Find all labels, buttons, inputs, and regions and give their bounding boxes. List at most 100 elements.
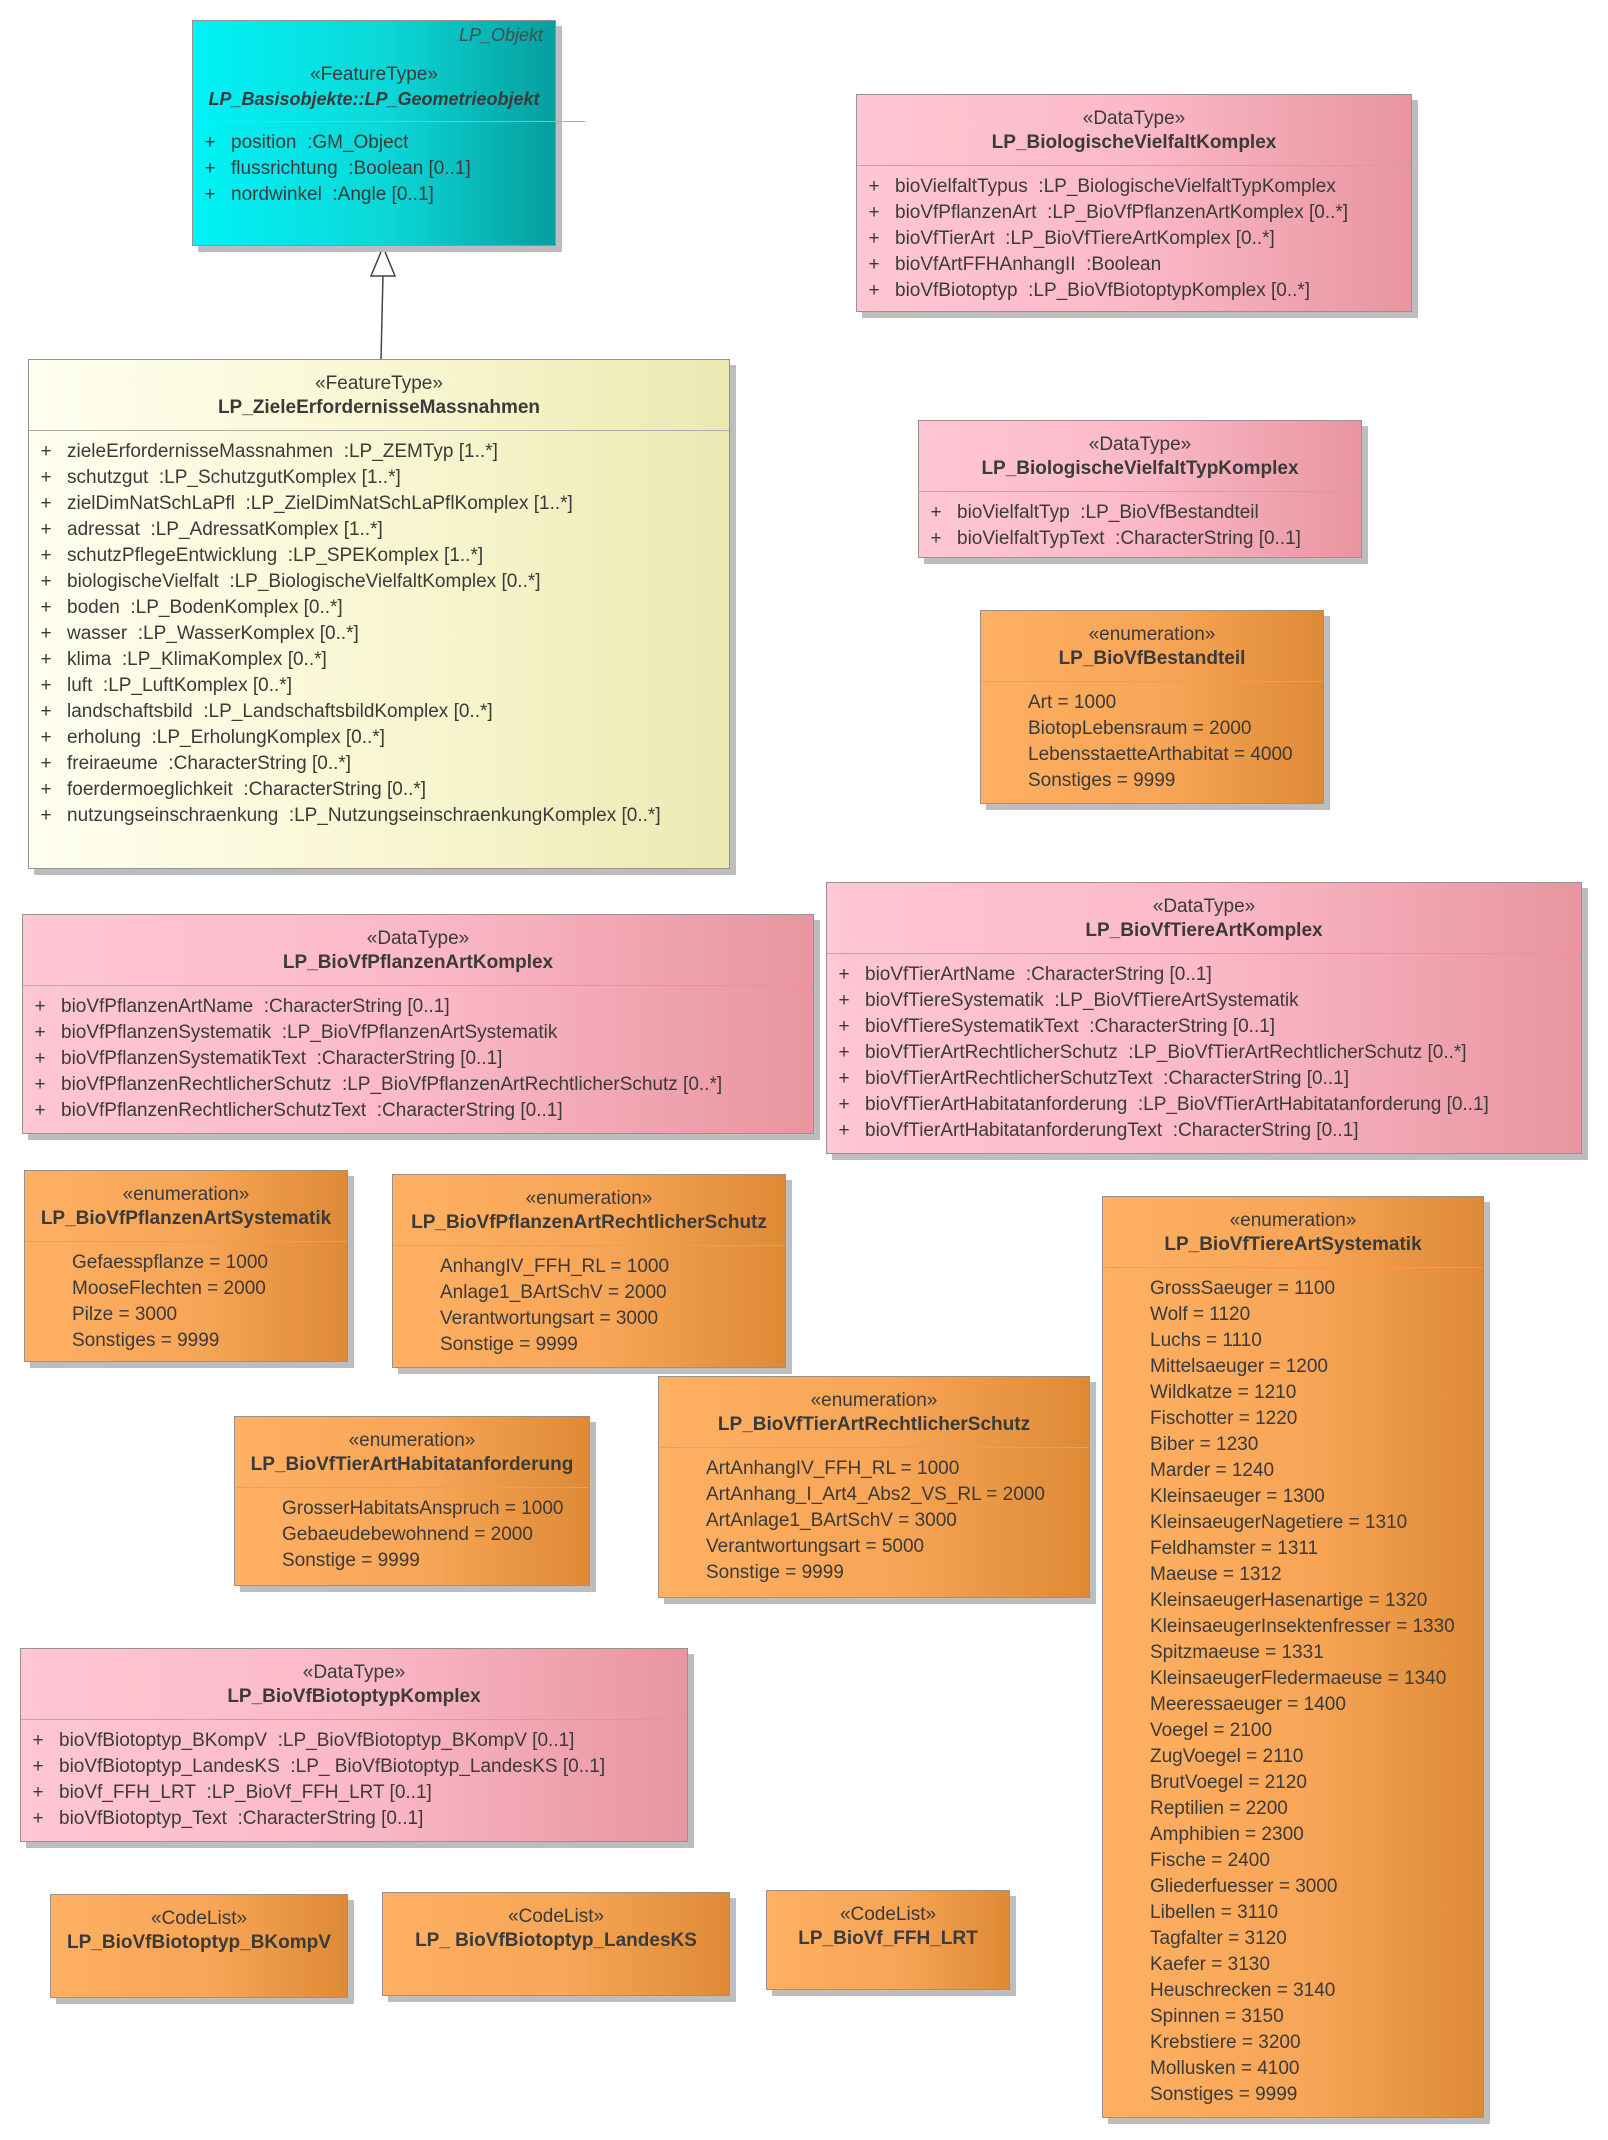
attribute-row[interactable]: +klima :LP_KlimaKomplex [0..*] (29, 647, 729, 673)
enum-literal[interactable]: ArtAnlage1_BArtSchV = 3000 (706, 1510, 957, 1531)
enum-literal[interactable]: Mittelsaeuger = 1200 (1150, 1356, 1328, 1377)
attribute-row[interactable]: +bioVfTierArtName :CharacterString [0..1… (827, 962, 1581, 988)
enum-literal[interactable]: Sonstige = 9999 (706, 1562, 844, 1583)
class-lp-biovf-pflanzen-art-komplex[interactable]: «DataType» LP_BioVfPflanzenArtKomplex +b… (22, 914, 814, 1134)
enum-literal[interactable]: Wolf = 1120 (1150, 1304, 1251, 1325)
attribute-row[interactable]: +bioVfTiereSystematikText :CharacterStri… (827, 1014, 1581, 1040)
enum-literal[interactable]: Feldhamster = 1311 (1150, 1538, 1319, 1559)
class-lp-biovf-biotoptyp-komplex[interactable]: «DataType» LP_BioVfBiotoptypKomplex +bio… (20, 1648, 688, 1842)
enum-literal[interactable]: Kaefer = 3130 (1150, 1954, 1270, 1975)
attribute-row[interactable]: +bioVfTierArtHabitatanforderung :LP_BioV… (827, 1092, 1581, 1118)
attribute-row[interactable]: +adressat :LP_AdressatKomplex [1..*] (29, 517, 729, 543)
enum-literal[interactable]: Mollusken = 4100 (1150, 2058, 1300, 2079)
enum-literal[interactable]: Pilze = 3000 (72, 1304, 178, 1325)
attribute-row[interactable]: +schutzgut :LP_SchutzgutKomplex [1..*] (29, 465, 729, 491)
attribute-row[interactable]: +flussrichtung :Boolean [0..1] (193, 156, 555, 182)
codelist-lp-biovf-biotoptyp-landesks[interactable]: «CodeList» LP_ BioVfBiotoptyp_LandesKS (382, 1892, 730, 1996)
enum-literal[interactable]: BrutVoegel = 2120 (1150, 1772, 1307, 1793)
class-lp-biologische-vielfalt-komplex[interactable]: «DataType» LP_BiologischeVielfaltKomplex… (856, 94, 1412, 312)
enum-literal[interactable]: Amphibien = 2300 (1150, 1824, 1304, 1845)
attribute-row[interactable]: +bioVfBiotoptyp_Text :CharacterString [0… (21, 1806, 687, 1832)
enum-literal[interactable]: ZugVoegel = 2110 (1150, 1746, 1304, 1767)
enum-literal[interactable]: MooseFlechten = 2000 (72, 1278, 266, 1299)
enum-literal[interactable]: Kleinsaeuger = 1300 (1150, 1486, 1325, 1507)
enum-literal[interactable]: KleinsaeugerHasenartige = 1320 (1150, 1590, 1428, 1611)
enum-literal[interactable]: Fischotter = 1220 (1150, 1408, 1298, 1429)
enum-literal[interactable]: Krebstiere = 3200 (1150, 2032, 1301, 2053)
attribute-row[interactable]: +bioVf_FFH_LRT :LP_BioVf_FFH_LRT [0..1] (21, 1780, 687, 1806)
enum-lp-biovf-tier-art-habitatanforderung[interactable]: «enumeration» LP_BioVfTierArtHabitatanfo… (234, 1416, 590, 1586)
enum-literal[interactable]: Tagfalter = 3120 (1150, 1928, 1287, 1949)
attribute-row[interactable]: +bioVfPflanzenArtName :CharacterString [… (23, 994, 813, 1020)
enum-literal[interactable]: Luchs = 1110 (1150, 1330, 1262, 1351)
enum-literal[interactable]: Wildkatze = 1210 (1150, 1382, 1297, 1403)
enum-literal[interactable]: Spitzmaeuse = 1331 (1150, 1642, 1324, 1663)
attribute-row[interactable]: +nordwinkel :Angle [0..1] (193, 182, 555, 208)
attribute-row[interactable]: +erholung :LP_ErholungKomplex [0..*] (29, 725, 729, 751)
enum-lp-biovf-pflanzen-art-rechtlicher-schutz[interactable]: «enumeration» LP_BioVfPflanzenArtRechtli… (392, 1174, 786, 1368)
attribute-row[interactable]: +foerdermoeglichkeit :CharacterString [0… (29, 777, 729, 803)
attribute-row[interactable]: +bioVfTierArtHabitatanforderungText :Cha… (827, 1118, 1581, 1144)
attribute-row[interactable]: +bioVfPflanzenRechtlicherSchutz :LP_BioV… (23, 1072, 813, 1098)
enum-literal[interactable]: Sonstiges = 9999 (1028, 770, 1176, 791)
attribute-row[interactable]: +bioVfTiereSystematik :LP_BioVfTiereArtS… (827, 988, 1581, 1014)
enum-literal[interactable]: BiotopLebensraum = 2000 (1028, 718, 1252, 739)
codelist-lp-biovf-ffh-lrt[interactable]: «CodeList» LP_BioVf_FFH_LRT (766, 1890, 1010, 1990)
enum-literal[interactable]: AnhangIV_FFH_RL = 1000 (440, 1256, 670, 1277)
attribute-row[interactable]: +bioVfPflanzenSystematik :LP_BioVfPflanz… (23, 1020, 813, 1046)
enum-literal[interactable]: Sonstige = 9999 (440, 1334, 578, 1355)
enum-literal[interactable]: Verantwortungsart = 5000 (706, 1536, 925, 1557)
enum-lp-biovf-pflanzen-art-systematik[interactable]: «enumeration» LP_BioVfPflanzenArtSystema… (24, 1170, 348, 1362)
codelist-lp-biovf-biotoptyp-bkompv[interactable]: «CodeList» LP_BioVfBiotoptyp_BKompV (50, 1894, 348, 1998)
class-lp-ziele-erfordernisse-massnahmen[interactable]: «FeatureType» LP_ZieleErfordernisseMassn… (28, 359, 730, 869)
enum-literal[interactable]: KleinsaeugerFledermaeuse = 1340 (1150, 1668, 1447, 1689)
enum-literal[interactable]: Sonstiges = 9999 (1150, 2084, 1298, 2105)
attribute-row[interactable]: +luft :LP_LuftKomplex [0..*] (29, 673, 729, 699)
attribute-row[interactable]: +bioVielfaltTypText :CharacterString [0.… (919, 526, 1361, 552)
attribute-row[interactable]: +bioVfArtFFHAnhangII :Boolean (857, 252, 1411, 278)
attribute-row[interactable]: +nutzungseinschraenkung :LP_Nutzungseins… (29, 803, 729, 829)
attribute-row[interactable]: +bioVfBiotoptyp_BKompV :LP_BioVfBiotopty… (21, 1728, 687, 1754)
attribute-row[interactable]: +position :GM_Object (193, 130, 555, 156)
enum-literal[interactable]: ArtAnhangIV_FFH_RL = 1000 (706, 1458, 960, 1479)
attribute-row[interactable]: +bioVfPflanzenSystematikText :CharacterS… (23, 1046, 813, 1072)
class-lp-biologische-vielfalt-typ-komplex[interactable]: «DataType» LP_BiologischeVielfaltTypKomp… (918, 420, 1362, 558)
enum-literal[interactable]: GrossSaeuger = 1100 (1150, 1278, 1336, 1299)
enum-literal[interactable]: ArtAnhang_I_Art4_Abs2_VS_RL = 2000 (706, 1484, 1045, 1505)
attribute-row[interactable]: +freiraeume :CharacterString [0..*] (29, 751, 729, 777)
attribute-row[interactable]: +biologischeVielfalt :LP_BiologischeViel… (29, 569, 729, 595)
enum-lp-biovf-tier-art-rechtlicher-schutz[interactable]: «enumeration» LP_BioVfTierArtRechtlicher… (658, 1376, 1090, 1598)
attribute-row[interactable]: +bioVfPflanzenRechtlicherSchutzText :Cha… (23, 1098, 813, 1124)
enum-literal[interactable]: Heuschrecken = 3140 (1150, 1980, 1336, 2001)
attribute-row[interactable]: +bioVfTierArtRechtlicherSchutzText :Char… (827, 1066, 1581, 1092)
enum-literal[interactable]: Meeressaeuger = 1400 (1150, 1694, 1346, 1715)
attribute-row[interactable]: +bioVfPflanzenArt :LP_BioVfPflanzenArtKo… (857, 200, 1411, 226)
attribute-row[interactable]: +bioVfTierArt :LP_BioVfTiereArtKomplex [… (857, 226, 1411, 252)
enum-literal[interactable]: Gefaesspflanze = 1000 (72, 1252, 268, 1273)
enum-literal[interactable]: Verantwortungsart = 3000 (440, 1308, 659, 1329)
enum-literal[interactable]: Sonstige = 9999 (282, 1550, 420, 1571)
enum-literal[interactable]: KleinsaeugerNagetiere = 1310 (1150, 1512, 1408, 1533)
attribute-row[interactable]: +bioVielfaltTypus :LP_BiologischeVielfal… (857, 174, 1411, 200)
attribute-row[interactable]: +landschaftsbild :LP_LandschaftsbildKomp… (29, 699, 729, 725)
attribute-row[interactable]: +zieleErfordernisseMassnahmen :LP_ZEMTyp… (29, 439, 729, 465)
attribute-row[interactable]: +zielDimNatSchLaPfl :LP_ZielDimNatSchLaP… (29, 491, 729, 517)
enum-literal[interactable]: Biber = 1230 (1150, 1434, 1259, 1455)
enum-literal[interactable]: Sonstiges = 9999 (72, 1330, 220, 1351)
attribute-row[interactable]: +bioVielfaltTyp :LP_BioVfBestandteil (919, 500, 1361, 526)
attribute-row[interactable]: +schutzPflegeEntwicklung :LP_SPEKomplex … (29, 543, 729, 569)
enum-literal[interactable]: Fische = 2400 (1150, 1850, 1270, 1871)
enum-literal[interactable]: KleinsaeugerInsektenfresser = 1330 (1150, 1616, 1455, 1637)
attribute-row[interactable]: +bioVfTierArtRechtlicherSchutz :LP_BioVf… (827, 1040, 1581, 1066)
attribute-row[interactable]: +wasser :LP_WasserKomplex [0..*] (29, 621, 729, 647)
class-lp-biovf-tiere-art-komplex[interactable]: «DataType» LP_BioVfTiereArtKomplex +bioV… (826, 882, 1582, 1154)
enum-literal[interactable]: Reptilien = 2200 (1150, 1798, 1288, 1819)
attribute-row[interactable]: +bioVfBiotoptyp :LP_BioVfBiotoptypKomple… (857, 278, 1411, 304)
enum-literal[interactable]: Gebaeudebewohnend = 2000 (282, 1524, 533, 1545)
enum-lp-biovf-tiere-art-systematik[interactable]: «enumeration» LP_BioVfTiereArtSystematik… (1102, 1196, 1484, 2118)
class-lp-geometrieobjekt[interactable]: LP_Objekt «FeatureType» LP_Basisobjekte:… (192, 20, 585, 246)
enum-lp-biovf-bestandteil[interactable]: «enumeration» LP_BioVfBestandteil Art = … (980, 610, 1324, 804)
enum-literal[interactable]: Marder = 1240 (1150, 1460, 1275, 1481)
enum-literal[interactable]: Voegel = 2100 (1150, 1720, 1273, 1741)
enum-literal[interactable]: Anlage1_BArtSchV = 2000 (440, 1282, 667, 1303)
